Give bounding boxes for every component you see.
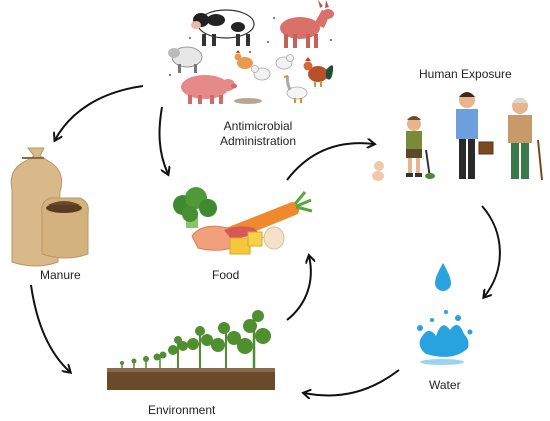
label-environment: Environment xyxy=(148,403,216,417)
label-water: Water xyxy=(429,378,461,392)
manure-sacks-icon xyxy=(10,147,89,267)
elderly-man-icon xyxy=(508,98,543,181)
cycle-arrows xyxy=(30,85,501,395)
bacon-icon xyxy=(224,226,264,240)
farm-animals-icon xyxy=(168,0,334,104)
arrow-human-to-water xyxy=(481,205,501,297)
arrow-manure-to-environment xyxy=(30,284,70,372)
arrow-animals-to-manure xyxy=(55,85,144,140)
adult-man-icon xyxy=(456,92,494,179)
child-icon xyxy=(406,116,435,179)
soil-plants-icon xyxy=(107,310,275,390)
pig-icon xyxy=(181,75,237,104)
label-food: Food xyxy=(212,268,240,282)
arrow-animals-to-food xyxy=(158,106,168,174)
sheep-icon xyxy=(168,46,203,73)
soil-strip xyxy=(107,368,275,390)
people-icon xyxy=(372,92,543,181)
plant-row xyxy=(120,310,271,368)
label-administration-line1: Antimicrobial xyxy=(223,119,293,133)
hen-icon xyxy=(234,50,294,81)
label-administration-line2: Administration xyxy=(219,134,297,148)
grain-dots xyxy=(169,17,332,76)
rooster-icon xyxy=(303,57,334,87)
cow-icon xyxy=(191,9,255,46)
donkey-icon xyxy=(280,0,334,48)
baby-icon xyxy=(372,161,384,181)
cheese-icon xyxy=(229,231,263,255)
goose-icon xyxy=(283,75,308,103)
arrow-food-to-human xyxy=(286,143,374,181)
egg-icon xyxy=(263,226,285,250)
arrow-water-to-environment xyxy=(304,369,400,395)
food-icon xyxy=(173,187,313,255)
puddle-icon xyxy=(234,98,262,104)
water-splash-icon xyxy=(417,263,473,365)
broccoli-icon xyxy=(173,187,217,228)
water-drop-icon xyxy=(435,263,451,291)
arrow-environment-to-food xyxy=(286,256,311,321)
label-manure: Manure xyxy=(40,268,81,282)
label-antimicrobial-administration: Antimicrobial Administration xyxy=(198,119,318,149)
label-human-exposure: Human Exposure xyxy=(419,67,512,81)
